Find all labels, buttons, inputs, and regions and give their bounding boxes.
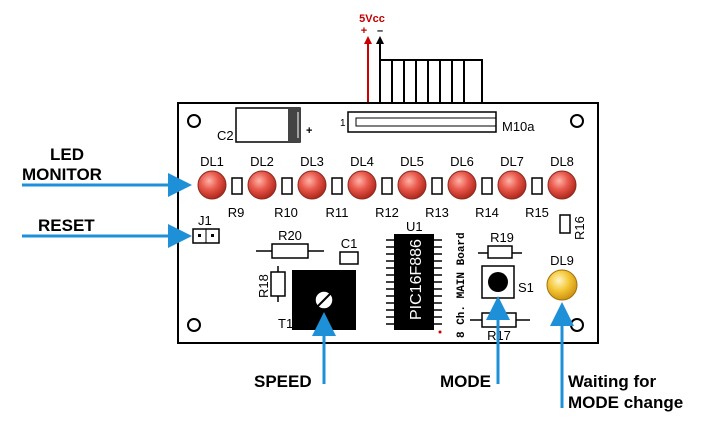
r14-label: R14: [475, 205, 499, 220]
led-dl6-label: DL6: [450, 154, 474, 169]
dl9-label: DL9: [550, 253, 574, 268]
resistor-r9: [231, 177, 243, 195]
jumper-j1: [192, 228, 220, 244]
r12-label: R12: [375, 205, 399, 220]
r10-label: R10: [274, 205, 298, 220]
ic-u1: [386, 234, 442, 334]
led-dl9: [546, 269, 578, 301]
r20-label: R20: [278, 228, 302, 243]
power-plus: +: [361, 25, 367, 37]
resistor-r19: [478, 245, 522, 259]
led-dl2-label: DL2: [250, 154, 274, 169]
mount-hole-bl: [187, 318, 201, 332]
led-dl3: [297, 170, 327, 200]
led-dl4-label: DL4: [350, 154, 374, 169]
r16-label: R16: [572, 216, 587, 240]
led-dl1-label: DL1: [200, 154, 224, 169]
led-dl4: [347, 170, 377, 200]
power-minus: –: [377, 25, 383, 37]
resistor-r10: [281, 177, 293, 195]
switch-s1: [481, 265, 515, 299]
resistor-r12: [381, 177, 393, 195]
callout-led-monitor-2: MONITOR: [22, 165, 102, 184]
callout-waiting-2: MODE change: [568, 393, 683, 412]
resistor-row: [231, 177, 543, 195]
r15-label: R15: [525, 205, 549, 220]
resistor-r20: [256, 243, 324, 259]
r18-label: R18: [256, 274, 271, 298]
led-dl5: [397, 170, 427, 200]
t1-label: T1: [278, 316, 293, 331]
c2-label: C2: [217, 128, 234, 143]
led-dl5-label: DL5: [400, 154, 424, 169]
led-dl8-label: DL8: [550, 154, 574, 169]
j1-label: J1: [198, 213, 212, 228]
mount-hole-tl: [187, 114, 201, 128]
r9-label: R9: [228, 205, 245, 220]
c1-label: C1: [341, 236, 358, 251]
c2-polarity: +: [306, 125, 312, 137]
resistor-r14: [481, 177, 493, 195]
capacitor-c2: [235, 107, 301, 143]
resistor-r11: [331, 177, 343, 195]
callout-led-monitor-1: LED: [50, 145, 84, 164]
resistor-r16: [559, 214, 571, 234]
callout-speed: SPEED: [254, 372, 312, 391]
power-label: 5Vcc: [359, 13, 385, 25]
resistor-r13: [431, 177, 443, 195]
led-dl1: [197, 170, 227, 200]
led-dl7: [497, 170, 527, 200]
led-dl8: [547, 170, 577, 200]
resistor-r15: [531, 177, 543, 195]
led-dl2: [247, 170, 277, 200]
u1-label: U1: [406, 219, 423, 234]
callout-waiting-1: Waiting for: [568, 372, 657, 391]
ic-part-number: PIC16F886: [408, 239, 425, 320]
callout-arrows: [22, 173, 574, 408]
led-dl6: [447, 170, 477, 200]
led-dl7-label: DL7: [500, 154, 524, 169]
callout-reset: RESET: [38, 216, 95, 235]
r13-label: R13: [425, 205, 449, 220]
led-row: [197, 170, 577, 200]
capacitor-c1: [339, 251, 359, 265]
led-dl3-label: DL3: [300, 154, 324, 169]
connector-label: M10a: [502, 119, 535, 134]
board-name: 8 Ch. MAIN Board: [456, 232, 468, 338]
mount-hole-tr: [570, 114, 584, 128]
s1-label: S1: [518, 280, 534, 295]
r19-label: R19: [490, 230, 514, 245]
connector-m10a: [347, 111, 497, 133]
connector-pin1: 1: [340, 118, 346, 129]
r11-label: R11: [326, 205, 349, 220]
callout-mode: MODE: [440, 372, 491, 391]
resistor-r18: [270, 266, 286, 302]
